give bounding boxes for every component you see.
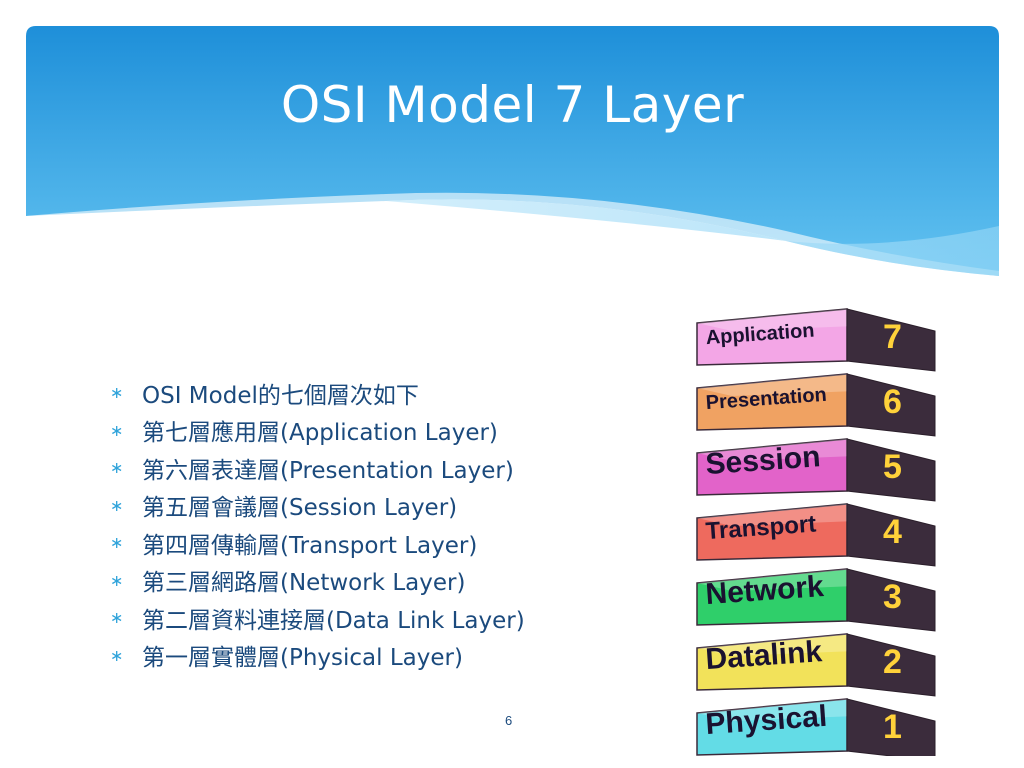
bullet-star-icon: ∗ <box>110 420 124 440</box>
layer-top-face <box>697 634 930 656</box>
slide-title: OSI Model 7 Layer <box>280 76 745 134</box>
layer-side-face <box>846 698 936 756</box>
bullet-item: ∗ 第一層實體層(Physical Layer) <box>110 637 525 675</box>
layer-number: 5 <box>883 448 902 486</box>
bullet-item: ∗ 第四層傳輸層(Transport Layer) <box>110 524 525 562</box>
bullet-star-icon: ∗ <box>110 495 124 515</box>
layer-top-face <box>697 309 930 331</box>
layer-block-2: Datalink 2 <box>696 633 936 697</box>
bullet-star-icon: ∗ <box>110 383 124 403</box>
layer-side-face <box>846 568 936 632</box>
header-banner <box>26 26 999 276</box>
layer-side-face <box>846 633 936 697</box>
page-number: 6 <box>505 713 513 728</box>
bullet-list: ∗ OSI Model的七個層次如下 ∗ 第七層應用層(Application La… <box>110 374 525 674</box>
layer-side-face <box>846 308 936 372</box>
layer-block-5: Session 5 <box>696 438 936 502</box>
layer-top-face <box>697 504 930 526</box>
bullet-item: ∗ 第五層會議層(Session Layer) <box>110 487 525 525</box>
bullet-item: ∗ OSI Model的七個層次如下 <box>110 374 525 412</box>
layer-top-face <box>697 699 930 721</box>
layer-side-face <box>846 438 936 502</box>
bullet-item: ∗ 第二層資料連接層(Data Link Layer) <box>110 599 525 637</box>
bullet-star-icon: ∗ <box>110 608 124 628</box>
layer-top-face <box>697 439 930 461</box>
layer-number: 6 <box>883 383 902 421</box>
bullet-item: ∗ 第六層表達層(Presentation Layer) <box>110 449 525 487</box>
bullet-item: ∗ 第三層網路層(Network Layer) <box>110 562 525 600</box>
bullet-item: ∗ 第七層應用層(Application Layer) <box>110 412 525 450</box>
bullet-star-icon: ∗ <box>110 458 124 478</box>
bullet-star-icon: ∗ <box>110 645 124 665</box>
layer-number: 2 <box>883 643 902 681</box>
layer-label: Session <box>704 440 821 481</box>
bullet-text: 第三層網路層(Network Layer) <box>142 570 466 597</box>
layer-side-face <box>846 503 936 567</box>
layer-top-face <box>697 569 930 591</box>
bullet-text: OSI Model的七個層次如下 <box>142 382 419 409</box>
bullet-star-icon: ∗ <box>110 533 124 553</box>
bullet-text: 第七層應用層(Application Layer) <box>142 420 498 447</box>
layer-number: 4 <box>883 513 902 551</box>
bullet-text: 第二層資料連接層(Data Link Layer) <box>142 607 525 634</box>
layer-number: 1 <box>883 708 902 746</box>
bullet-star-icon: ∗ <box>110 570 124 590</box>
bullet-text: 第四層傳輸層(Transport Layer) <box>142 532 478 559</box>
layer-top-face <box>697 374 930 396</box>
layer-label: Datalink <box>704 635 823 676</box>
layer-number: 7 <box>883 318 902 356</box>
bullet-text: 第六層表達層(Presentation Layer) <box>142 457 514 484</box>
bullet-text: 第一層實體層(Physical Layer) <box>142 645 463 672</box>
layer-number: 3 <box>883 578 902 616</box>
layer-side-face <box>846 373 936 437</box>
bullet-text: 第五層會議層(Session Layer) <box>142 495 458 522</box>
